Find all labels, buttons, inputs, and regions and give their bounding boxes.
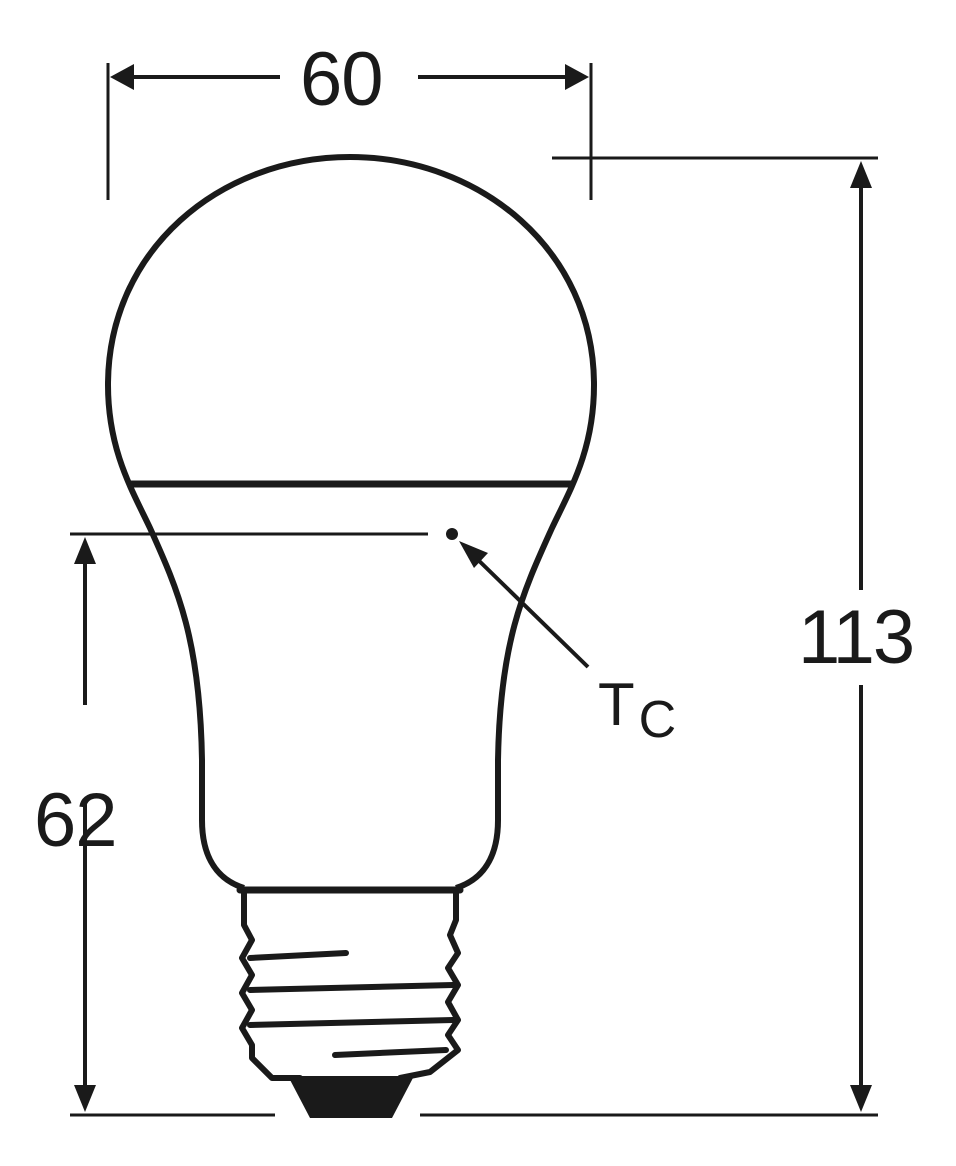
overall-length-dimension (70, 156, 878, 1117)
tc-measurement-point (446, 528, 590, 669)
tc-arrow-head (459, 541, 488, 568)
tc-label: TC (598, 675, 676, 747)
diameter-dimension (106, 63, 593, 200)
thread-left-profile (239, 887, 303, 1081)
bulb-glass-outline (105, 154, 597, 891)
bulb-outline (105, 154, 597, 891)
base-contact-tip (288, 1076, 414, 1118)
thread-right-profile (397, 887, 461, 1081)
tc-point-dot (446, 528, 458, 540)
tc-height-dimension (70, 532, 428, 1112)
tc-height-label: 62 (34, 778, 118, 863)
overall-length-label: 113 (798, 595, 915, 680)
tc-leader-line (468, 550, 590, 669)
screw-base (236, 886, 464, 1081)
tc-label-main: T (598, 671, 635, 738)
tc-label-subscript: C (638, 691, 677, 749)
diameter-label: 60 (300, 37, 384, 122)
